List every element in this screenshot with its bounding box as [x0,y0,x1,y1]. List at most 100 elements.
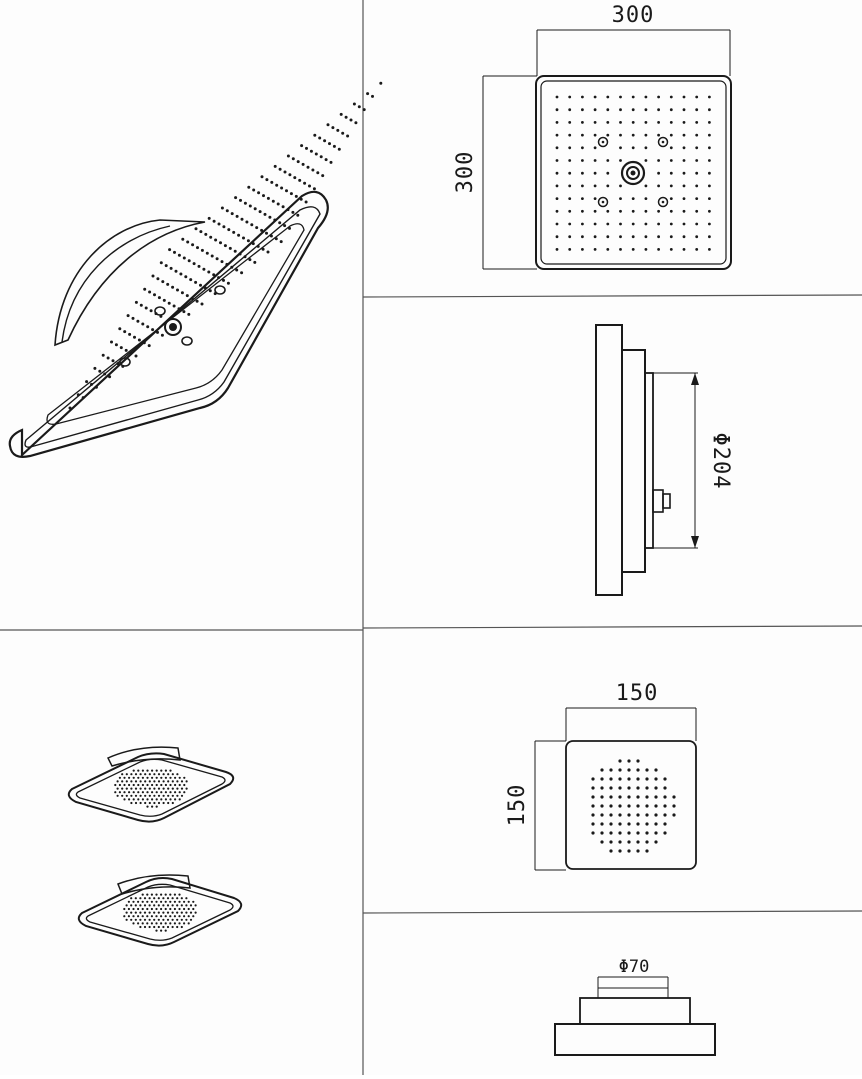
nozzle-dot [627,759,631,763]
nozzle-dot [618,768,622,772]
nozzle-dot [618,804,622,808]
nozzle-dot [171,773,174,776]
nozzle-dot [278,221,282,225]
nozzle-dot [162,787,165,790]
nozzle-dot [669,146,673,150]
nozzle-dot [125,911,128,914]
nozzle-dot [217,276,221,280]
nozzle-dot [144,773,147,776]
nozzle-dot [636,831,640,835]
nozzle-dot [618,786,622,790]
nozzle-dot [669,159,673,162]
nozzle-dot [581,222,584,226]
nozzle-dot [609,822,613,826]
nozzle-dot [155,776,158,779]
nozzle-dot [132,798,135,801]
nozzle-dot [186,240,190,244]
nozzle-dot [306,165,310,169]
nozzle-dot [260,228,264,232]
nozzle-dot [137,915,140,918]
nozzle-dot [137,338,141,342]
nozzle-dot [185,904,188,907]
small-nozzle-grid [591,759,676,853]
nozzle-dot [609,795,613,799]
nozzle-dot [118,791,121,794]
nozzle-dot [682,95,686,99]
nozzle-dot [321,174,325,178]
large-side-nozzle [657,196,669,208]
nozzle-dot [288,226,291,230]
nozzle-dot [139,925,142,929]
nozzle-dot [291,210,295,214]
nozzle-dot [263,212,267,216]
nozzle-dot [176,904,179,907]
nozzle-dot [180,897,183,900]
nozzle-dot [600,813,604,817]
nozzle-dot [187,922,190,925]
nozzle-dot [132,769,135,772]
nozzle-dot [644,235,648,239]
nozzle-dot [609,840,613,844]
small-mount-disc [106,746,181,767]
nozzle-dot [682,222,686,226]
nozzle-dot [568,222,572,226]
nozzle-dot [164,900,167,903]
nozzle-dot [130,911,133,914]
nozzle-dot [137,791,140,794]
nozzle-dot [166,904,170,907]
nozzle-dot [139,918,142,921]
nozzle-dot [289,192,293,196]
nozzle-dot [245,220,249,224]
nozzle-dot [609,777,613,781]
nozzle-dot [81,396,85,400]
nozzle-dot [319,155,323,159]
nozzle-dot [233,249,237,253]
nozzle-dot [619,235,622,239]
nozzle-dot [235,268,239,272]
nozzle-dot [657,235,660,239]
large-side-nozzle [214,285,226,295]
nozzle-dot [166,925,170,929]
nozzle-dot [129,351,133,355]
nozzle-dot [116,780,119,783]
nozzle-dot [148,911,151,914]
nozzle-dot [166,918,170,921]
nozzle-dot [180,291,184,295]
nozzle-dot [171,911,174,914]
nozzle-dot [178,776,181,779]
nozzle-dot [645,849,649,853]
nozzle-dot [160,769,163,772]
nozzle-dot [260,175,264,179]
nozzle-dot [157,925,160,929]
nozzle-dot [139,897,142,900]
small-nozzle-pattern [123,893,197,932]
nozzle-dot [141,776,144,779]
large-side-nozzle-core [601,140,605,144]
nozzle-dot [555,108,559,112]
nozzle-dot [230,265,234,269]
nozzle-dot [619,197,622,201]
nozzle-dot [160,798,163,801]
nozzle-dot [314,152,318,156]
nozzle-dot [148,801,151,805]
nozzle-dot [183,783,186,787]
nozzle-dot [349,118,353,122]
nozzle-dot [116,362,120,366]
nozzle-dot [627,768,631,772]
nozzle-dot [219,241,222,245]
nozzle-dot [619,184,622,188]
nozzle-dot [271,199,275,203]
nozzle-dot [189,918,193,921]
nozzle-dot [190,296,194,300]
nozzle-dot [183,776,186,779]
nozzle-dot [606,159,610,162]
nozzle-dot [278,167,282,171]
nozzle-dot [183,922,186,925]
nozzle-dot [141,922,144,925]
nozzle-dot [298,178,302,182]
nozzle-dot [555,171,559,175]
nozzle-dot [606,184,610,188]
nozzle-dot [148,904,151,907]
nozzle-dot [134,801,138,805]
nozzle-dot [619,159,622,162]
